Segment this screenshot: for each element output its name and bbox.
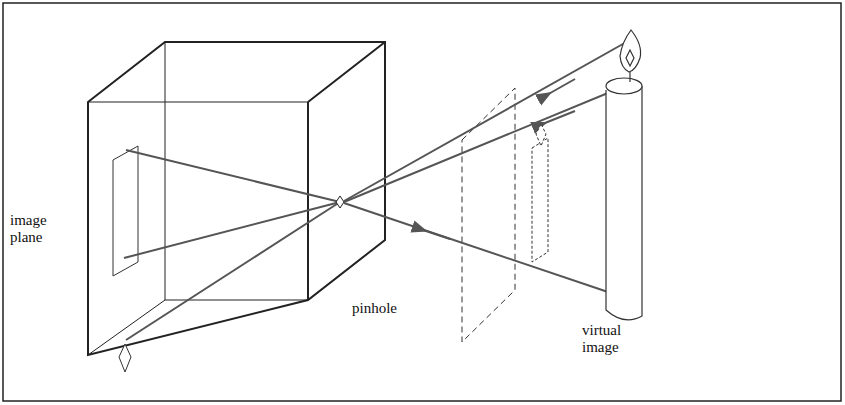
inverted-flame [119, 344, 131, 372]
rays-inside [124, 150, 340, 340]
part-label: virtual image [582, 322, 642, 356]
pinhole-mark [336, 196, 344, 208]
part-label: image plane [10, 212, 62, 246]
frame [3, 3, 841, 401]
candle [606, 30, 642, 320]
camera-box [88, 42, 385, 355]
part-label: pinhole [352, 300, 432, 317]
virtual-candle [532, 124, 548, 262]
rays-outside [344, 40, 630, 292]
image-plane-sheet [113, 146, 138, 276]
virtual-image-plane [462, 88, 515, 342]
